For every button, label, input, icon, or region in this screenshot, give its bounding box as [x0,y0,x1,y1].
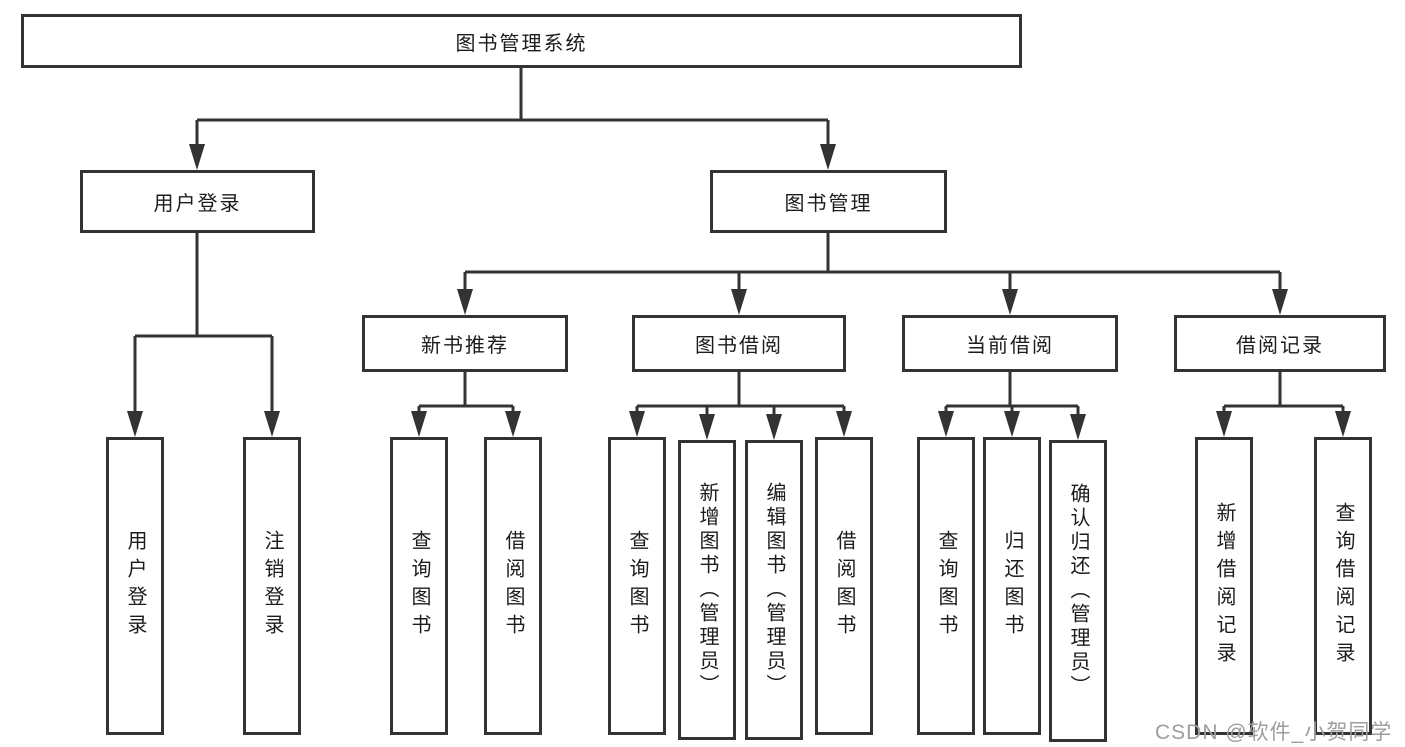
leaf-user-login: 用户登录 [106,437,164,735]
leaf-label: 编辑图书（管理员） [763,482,785,698]
leaf-label: 查询图书 [935,530,957,642]
leaf-query-borrow-record: 查询借阅记录 [1314,437,1372,735]
leaf-label: 借阅图书 [833,530,855,642]
leaf-label: 新增图书（管理员） [696,482,718,698]
leaf-label: 查询图书 [626,530,648,642]
leaf-label: 借阅图书 [502,530,524,642]
node-new-book-recommendation: 新书推荐 [362,315,568,372]
node-book-borrowing: 图书借阅 [632,315,846,372]
leaf-label: 归还图书 [1001,530,1023,642]
leaf-label: 确认归还（管理员） [1067,483,1089,699]
leaf-borrow-books-borrowing: 借阅图书 [815,437,873,735]
node-book-management: 图书管理 [710,170,947,233]
leaf-label: 注销登录 [261,530,283,642]
leaf-return-books: 归还图书 [983,437,1041,735]
leaf-query-books-recommend: 查询图书 [390,437,448,735]
node-borrowing-records: 借阅记录 [1174,315,1386,372]
leaf-label: 查询图书 [408,530,430,642]
leaf-confirm-return-admin: 确认归还（管理员） [1049,440,1107,742]
node-user-login: 用户登录 [80,170,315,233]
leaf-add-borrow-record: 新增借阅记录 [1195,437,1253,735]
leaf-label: 用户登录 [124,530,146,642]
node-library-management-system: 图书管理系统 [21,14,1022,68]
leaf-query-books-borrowing: 查询图书 [608,437,666,735]
leaf-edit-book-admin: 编辑图书（管理员） [745,440,803,740]
leaf-query-books-current: 查询图书 [917,437,975,735]
leaf-borrow-books-recommend: 借阅图书 [484,437,542,735]
leaf-add-book-admin: 新增图书（管理员） [678,440,736,740]
leaf-label: 查询借阅记录 [1332,502,1354,670]
leaf-logout: 注销登录 [243,437,301,735]
node-current-borrowing: 当前借阅 [902,315,1118,372]
leaf-label: 新增借阅记录 [1213,502,1235,670]
watermark-text: CSDN @软件_小贺同学 [1155,721,1393,744]
